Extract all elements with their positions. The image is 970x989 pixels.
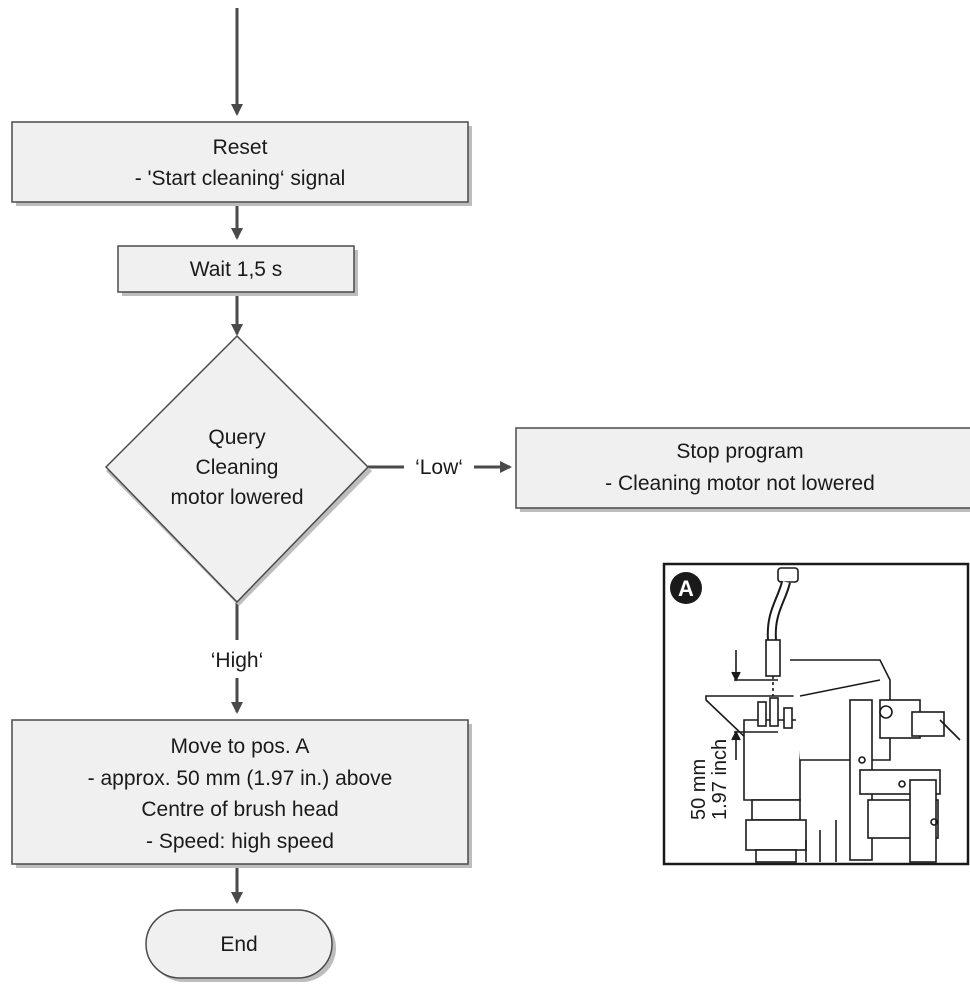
reset-detail: - 'Start cleaning‘ signal xyxy=(135,167,346,190)
branch-low-label: ‘Low‘ xyxy=(415,456,463,479)
end-terminator: End xyxy=(145,909,336,982)
badge-a: A xyxy=(670,572,702,604)
query-decision: Query Cleaning motor lowered xyxy=(104,334,372,606)
stop-step: Stop program - Cleaning motor not lowere… xyxy=(515,427,970,512)
stop-detail: - Cleaning motor not lowered xyxy=(605,472,875,495)
branch-high-label: ‘High‘ xyxy=(211,649,264,672)
dimension-inch-label: 1.97 inch xyxy=(709,739,731,820)
cleaning-station-drawing xyxy=(705,567,961,863)
dimension-mm-label: 50 mm xyxy=(688,759,710,820)
end-label: End xyxy=(220,933,257,956)
stop-title: Stop program xyxy=(676,440,803,463)
badge-a-label: A xyxy=(678,576,694,601)
reset-title: Reset xyxy=(213,136,268,159)
query-line1: Query xyxy=(208,426,266,449)
move-line2: - approx. 50 mm (1.97 in.) above xyxy=(88,767,393,790)
query-line2: Cleaning xyxy=(196,456,279,479)
reset-step: Reset - 'Start cleaning‘ signal xyxy=(11,121,472,206)
move-line3: Centre of brush head xyxy=(141,798,338,821)
move-line1: Move to pos. A xyxy=(171,735,310,758)
query-line3: motor lowered xyxy=(170,486,303,509)
wait-label: Wait 1,5 s xyxy=(190,258,283,281)
move-step: Move to pos. A - approx. 50 mm (1.97 in.… xyxy=(11,719,472,868)
position-a-illustration: A xyxy=(662,562,970,866)
move-line4: - Speed: high speed xyxy=(146,830,334,853)
wait-step: Wait 1,5 s xyxy=(117,245,358,296)
